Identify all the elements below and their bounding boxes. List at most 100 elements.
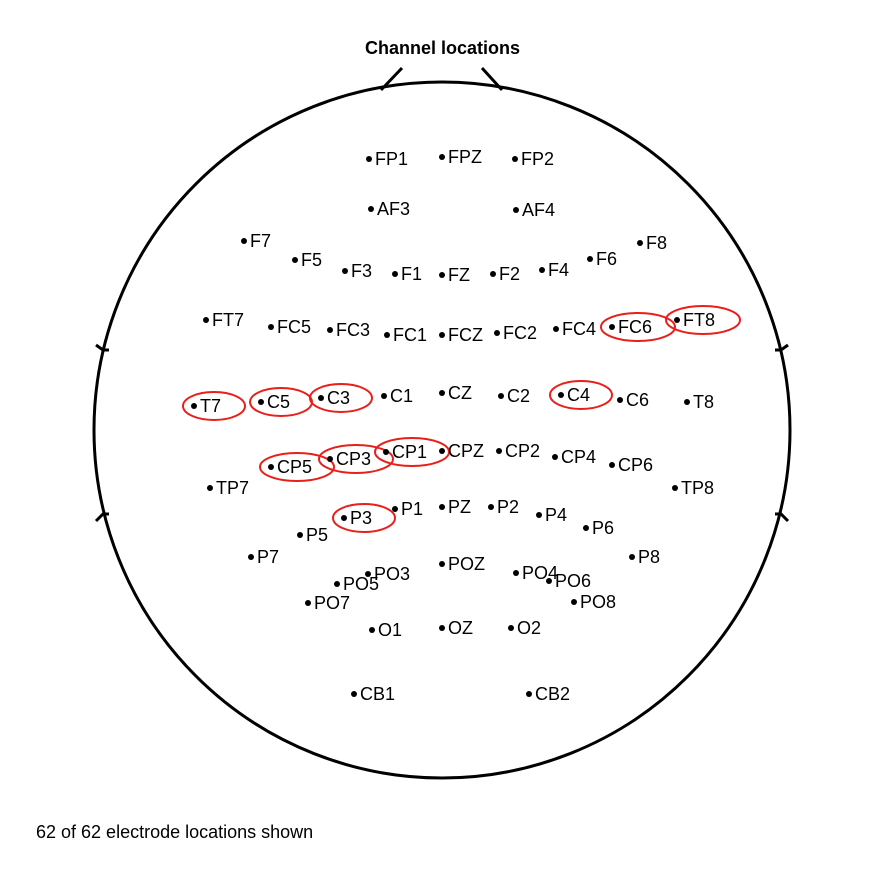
electrode-marker <box>381 393 387 399</box>
electrode-c3: C3 <box>309 383 373 413</box>
electrode-marker <box>368 206 374 212</box>
electrode-o1: O1 <box>369 620 402 640</box>
electrode-label: PO6 <box>555 571 591 591</box>
electrode-highlight-ring <box>332 503 396 533</box>
electrode-marker <box>327 456 333 462</box>
head-shape <box>92 66 792 780</box>
electrode-label: C2 <box>507 386 530 406</box>
electrode-marker <box>558 392 564 398</box>
electrode-label: P6 <box>592 518 614 538</box>
electrode-label: FC1 <box>393 325 427 345</box>
electrode-fc2: FC2 <box>494 323 537 343</box>
electrode-marker <box>439 390 445 396</box>
electrode-marker <box>609 324 615 330</box>
electrode-highlight-ring <box>665 305 741 335</box>
electrode-fc4: FC4 <box>553 319 596 339</box>
electrode-marker <box>490 271 496 277</box>
electrode-cp1: CP1 <box>374 437 450 467</box>
electrode-f8: F8 <box>637 233 667 253</box>
electrode-marker <box>351 691 357 697</box>
electrode-label: FC6 <box>618 317 652 337</box>
electrode-label: FC5 <box>277 317 311 337</box>
electrode-p5: P5 <box>297 525 328 545</box>
electrode-p6: P6 <box>583 518 614 538</box>
electrode-marker <box>268 464 274 470</box>
electrode-marker <box>384 332 390 338</box>
electrode-po7: PO7 <box>305 593 350 613</box>
electrode-label: C6 <box>626 390 649 410</box>
electrode-marker <box>318 395 324 401</box>
electrode-label: F4 <box>548 260 569 280</box>
electrode-ft7: FT7 <box>203 310 244 330</box>
electrode-label: P4 <box>545 505 567 525</box>
electrode-label: FP2 <box>521 149 554 169</box>
electrode-poz: POZ <box>439 554 485 574</box>
electrode-marker <box>617 397 623 403</box>
electrode-f6: F6 <box>587 249 617 269</box>
electrode-af3: AF3 <box>368 199 410 219</box>
electrode-label: TP8 <box>681 478 714 498</box>
electrode-label: O1 <box>378 620 402 640</box>
electrode-tp8: TP8 <box>672 478 714 498</box>
electrode-marker <box>341 515 347 521</box>
electrode-p7: P7 <box>248 547 279 567</box>
electrode-fc5: FC5 <box>268 317 311 337</box>
electrode-p8: P8 <box>629 547 660 567</box>
electrode-fcz: FCZ <box>439 325 483 345</box>
electrode-p2: P2 <box>488 497 519 517</box>
plot-title: Channel locations <box>364 38 521 58</box>
electrode-label: F7 <box>250 231 271 251</box>
right-ear-marker <box>775 343 790 523</box>
electrode-po5: PO5 <box>334 574 379 594</box>
electrode-marker <box>674 317 680 323</box>
electrode-label: OZ <box>448 618 473 638</box>
electrode-tp7: TP7 <box>207 478 249 498</box>
electrode-marker <box>383 449 389 455</box>
electrode-marker <box>439 561 445 567</box>
electrode-cz: CZ <box>439 383 472 403</box>
electrode-marker <box>241 238 247 244</box>
electrode-cb2: CB2 <box>526 684 570 704</box>
electrode-marker <box>297 532 303 538</box>
electrode-marker <box>684 399 690 405</box>
electrode-label: TP7 <box>216 478 249 498</box>
electrode-f4: F4 <box>539 260 569 280</box>
electrode-marker <box>439 625 445 631</box>
electrode-marker <box>571 599 577 605</box>
electrode-fz: FZ <box>439 265 470 285</box>
electrode-label: FCZ <box>448 325 483 345</box>
electrode-marker <box>366 156 372 162</box>
electrode-highlight-ring <box>309 383 373 413</box>
electrode-marker <box>508 625 514 631</box>
electrode-label: CP2 <box>505 441 540 461</box>
electrode-marker <box>268 324 274 330</box>
electrode-label: O2 <box>517 618 541 638</box>
electrode-label: FT7 <box>212 310 244 330</box>
electrode-label: C3 <box>327 388 350 408</box>
electrode-marker <box>203 317 209 323</box>
electrode-label: CP5 <box>277 457 312 477</box>
electrode-po4: PO4 <box>513 563 558 583</box>
electrode-fc1: FC1 <box>384 325 427 345</box>
electrode-label: FC2 <box>503 323 537 343</box>
electrode-label: FC4 <box>562 319 596 339</box>
electrode-label: PO7 <box>314 593 350 613</box>
electrode-pz: PZ <box>439 497 471 517</box>
electrode-c6: C6 <box>617 390 649 410</box>
electrode-label: T7 <box>200 396 221 416</box>
electrode-fc6: FC6 <box>600 312 676 342</box>
electrode-label: FP1 <box>375 149 408 169</box>
electrode-marker <box>439 272 445 278</box>
electrode-label: F6 <box>596 249 617 269</box>
electrode-c1: C1 <box>381 386 413 406</box>
electrode-label: PO3 <box>374 564 410 584</box>
electrode-marker <box>609 462 615 468</box>
electrode-marker <box>292 257 298 263</box>
electrode-f1: F1 <box>392 264 422 284</box>
electrode-label: CP4 <box>561 447 596 467</box>
electrode-cpz: CPZ <box>439 441 484 461</box>
electrode-po6: PO6 <box>546 571 591 591</box>
electrode-label: F3 <box>351 261 372 281</box>
